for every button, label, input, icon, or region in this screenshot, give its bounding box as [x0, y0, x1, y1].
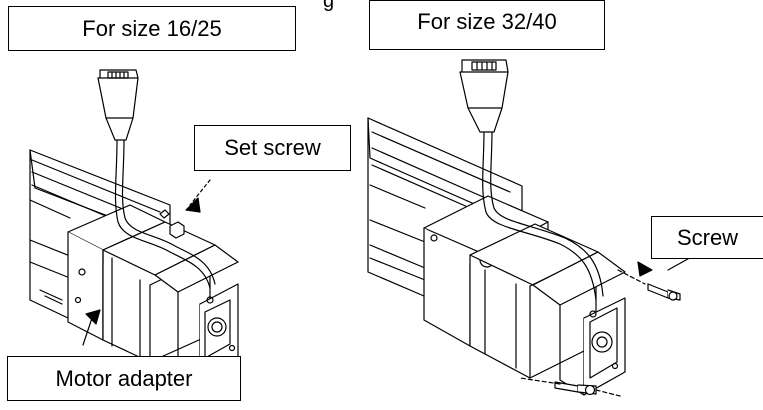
- label-size-16-25: For size 16/25: [8, 6, 296, 51]
- label-screw: Screw: [651, 216, 763, 259]
- left-motor: [102, 221, 239, 379]
- left-cable: [97, 69, 216, 289]
- partial-heading-glyph: g: [323, 0, 335, 12]
- left-set-screw: [159, 209, 185, 239]
- right-screw-upper: [617, 261, 681, 301]
- right-cable: [459, 59, 604, 301]
- right-motor: [469, 223, 626, 396]
- motor-adapter-leader: [82, 309, 101, 346]
- label-set-screw: Set screw: [194, 125, 351, 171]
- right-screw-lower: [519, 377, 621, 397]
- label-size-32-40: For size 32/40: [369, 0, 605, 50]
- set-screw-leader: [185, 179, 211, 213]
- label-motor-adapter: Motor adapter: [7, 356, 241, 401]
